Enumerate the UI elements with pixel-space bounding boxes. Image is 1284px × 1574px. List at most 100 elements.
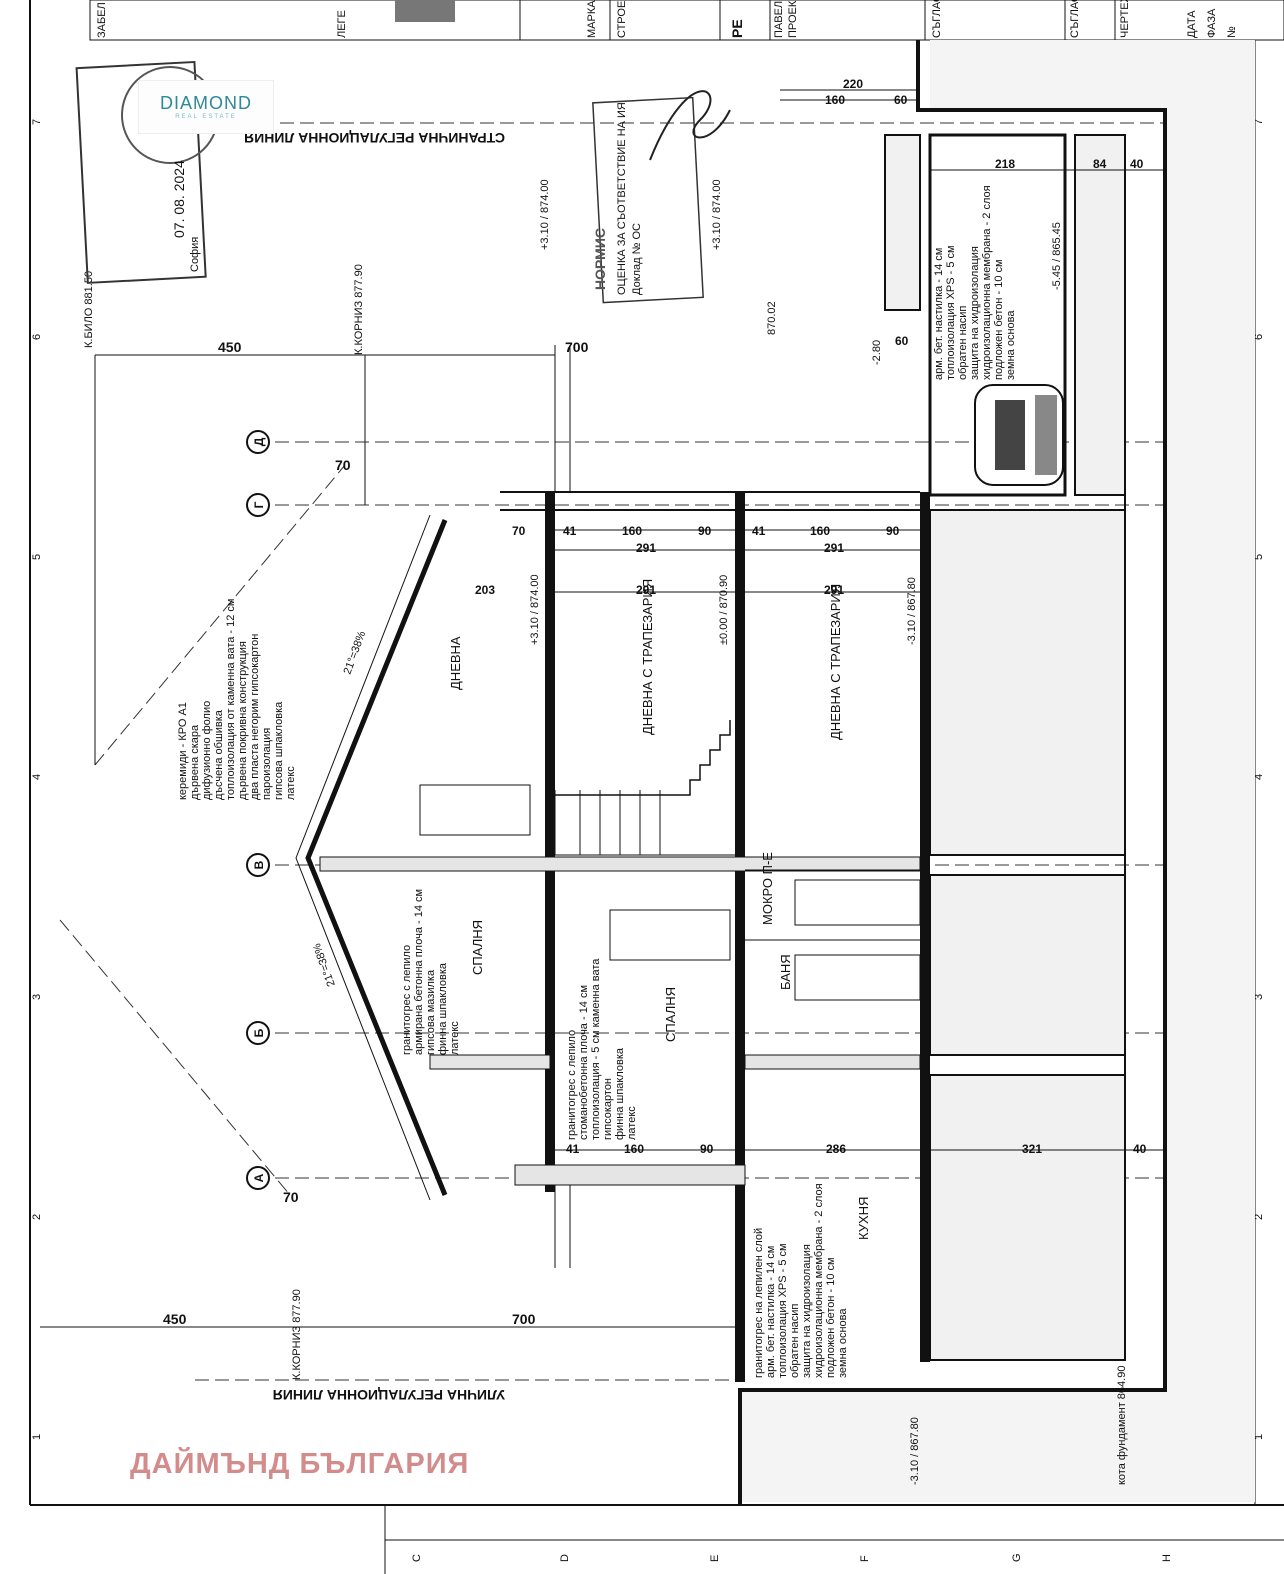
approval-stamp: 07. 08. 2024 София — [75, 60, 219, 284]
room-living-dining: ДНЕВНА С ТРАПЕЗАРИЯ — [828, 584, 843, 740]
svg-text:21°=38%: 21°=38% — [311, 941, 338, 988]
svg-text:гранитогрес с лепило: гранитогрес с лепило — [566, 1030, 578, 1140]
svg-text:два пласта негорим гипсокартон: два пласта негорим гипсокартон — [249, 634, 261, 800]
svg-text:2: 2 — [31, 1214, 43, 1220]
title-cell: СТРОЕЖ — [616, 0, 628, 38]
garage-notes: арм. бет. настилка - 14 см топлоизолация… — [933, 185, 1017, 380]
svg-text:подложен бетон - 10 см: подложен бетон - 10 см — [993, 259, 1005, 380]
svg-text:160: 160 — [810, 524, 830, 538]
title-cell: ФАЗА — [1206, 8, 1218, 38]
street-regulation-label: УЛИЧНА РЕГУЛАЦИОННА ЛИНИЯ — [273, 1387, 505, 1403]
title-cell: МАРКА — [586, 0, 598, 38]
dimensions: 450 700 450 700 70 70 70 220 160 60 218 … — [40, 77, 1165, 1328]
room-living-dining: ДНЕВНА С ТРАПЕЗАРИЯ — [640, 579, 655, 735]
svg-text:90: 90 — [700, 1142, 714, 1156]
svg-text:кота фундамент 864.90: кота фундамент 864.90 — [1116, 1366, 1128, 1485]
svg-text:321: 321 — [1022, 1142, 1042, 1156]
svg-text:286: 286 — [826, 1142, 846, 1156]
svg-text:обратен насип: обратен насип — [957, 306, 969, 380]
svg-text:НОРМИС: НОРМИС — [592, 228, 608, 290]
floor-notes: гранитогрес с лепило стоманобетонна плоч… — [566, 958, 638, 1140]
car-icon — [974, 384, 1064, 486]
svg-text:финна шпакловка: финна шпакловка — [437, 962, 449, 1055]
svg-text:латекс: латекс — [285, 766, 297, 800]
title-cell: СЪГЛАС — [931, 0, 943, 38]
title-cell: ДАТА — [1186, 10, 1198, 38]
svg-text:топлоизолация XPS - 5 см: топлоизолация XPS - 5 см — [777, 1243, 789, 1378]
basement-notes: гранитогрес на лепилен слой арм. бет. на… — [753, 1183, 849, 1378]
side-regulation-label: СТРАНИЧНА РЕГУЛАЦИОННА ЛИНИЯ — [244, 130, 505, 146]
svg-text:700: 700 — [565, 339, 589, 355]
svg-text:подложен бетон - 10 см: подложен бетон - 10 см — [825, 1257, 837, 1378]
svg-text:К.КОРНИЗ 877.90: К.КОРНИЗ 877.90 — [291, 1289, 303, 1380]
svg-text:220: 220 — [843, 77, 863, 91]
level-marks: +3.10 / 874.00 +3.10 / 874.00 +3.10 / 87… — [83, 179, 1128, 1485]
room-wet: МОКРО П-Е — [760, 852, 775, 925]
svg-text:41: 41 — [566, 1142, 580, 1156]
svg-text:топлоизолация - 5 см каменна в: топлоизолация - 5 см каменна вата — [590, 958, 602, 1140]
title-cell: ЛЕГЕ — [336, 10, 348, 38]
svg-text:160: 160 — [825, 93, 845, 107]
room-bath: БАНЯ — [778, 954, 793, 990]
structure — [319, 345, 930, 1382]
svg-text:C: C — [411, 1554, 423, 1562]
svg-text:291: 291 — [824, 583, 844, 597]
svg-text:+3.10 / 874.00: +3.10 / 874.00 — [711, 179, 723, 250]
svg-text:дъсчена обшивка: дъсчена обшивка — [213, 709, 225, 800]
signature — [649, 90, 731, 161]
svg-text:41: 41 — [752, 524, 766, 538]
svg-text:В: В — [252, 860, 266, 869]
svg-text:топлоизолация от каменна вата: топлоизолация от каменна вата - 12 см — [225, 599, 237, 801]
svg-text:F: F — [859, 1555, 871, 1562]
svg-text:700: 700 — [512, 1311, 536, 1327]
title-cell: № — [1226, 26, 1238, 38]
svg-text:латекс: латекс — [449, 1021, 461, 1055]
svg-text:450: 450 — [218, 339, 242, 355]
svg-text:6: 6 — [31, 334, 43, 340]
svg-text:4: 4 — [1253, 774, 1265, 780]
room-living: ДНЕВНА — [448, 636, 463, 690]
svg-text:Г: Г — [252, 501, 266, 508]
diamond-logo: DIAMOND REAL ESTATE — [138, 80, 274, 134]
svg-text:5: 5 — [31, 554, 43, 560]
svg-text:6: 6 — [1253, 334, 1265, 340]
soil-right — [1165, 110, 1255, 1392]
svg-text:обратен насип: обратен насип — [789, 1304, 801, 1378]
room-kitchen: КУХНЯ — [856, 1197, 871, 1240]
svg-text:гранитогрес на лепилен слой: гранитогрес на лепилен слой — [753, 1228, 765, 1378]
roof-notes: керемиди - КРО А1 дървена скара дифузион… — [177, 599, 297, 801]
svg-text:стоманобетонна плоча - 14 см: стоманобетонна плоча - 14 см — [578, 985, 590, 1140]
svg-text:хидроизолационна мембрана - 2: хидроизолационна мембрана - 2 слоя — [981, 185, 993, 380]
svg-text:+3.10 / 874.00: +3.10 / 874.00 — [529, 574, 541, 645]
room-labels: ДНЕВНА ДНЕВНА С ТРАПЕЗАРИЯ ДНЕВНА С ТРАП… — [448, 579, 871, 1240]
attic-notes: гранитогрес с лепило армирана бетонна пл… — [401, 889, 461, 1055]
svg-text:±0.00 / 870.90: ±0.00 / 870.90 — [718, 575, 730, 645]
title-cell: РЕ — [729, 19, 745, 38]
svg-text:латекс: латекс — [626, 1106, 638, 1140]
title-cell: ЗАБЕЛ — [96, 2, 108, 38]
svg-text:Доклад № ОС: Доклад № ОС — [631, 223, 643, 295]
svg-text:4: 4 — [31, 774, 43, 780]
svg-text:+3.10 / 874.00: +3.10 / 874.00 — [539, 179, 551, 250]
svg-text:5: 5 — [1253, 554, 1265, 560]
svg-text:291: 291 — [824, 541, 844, 555]
soil-top — [930, 40, 1255, 110]
svg-text:керемиди - КРО А1: керемиди - КРО А1 — [177, 702, 189, 800]
svg-text:160: 160 — [624, 1142, 644, 1156]
svg-text:гранитогрес с лепило: гранитогрес с лепило — [401, 945, 413, 1055]
svg-text:армирана бетонна плоча - 14 см: армирана бетонна плоча - 14 см — [413, 889, 425, 1055]
svg-text:арм. бет. настилка - 14 см: арм. бет. настилка - 14 см — [933, 248, 945, 380]
svg-text:дървена скара: дървена скара — [189, 724, 201, 800]
svg-text:-3.10 / 867.80: -3.10 / 867.80 — [909, 1417, 921, 1485]
svg-text:60: 60 — [895, 334, 909, 348]
title-block: ЗАБЕЛ ЛЕГЕ МАРКА СТРОЕЖ РЕ ПАВЕЛ ПРОЕКТ … — [89, 0, 1284, 41]
room-bedroom: СПАЛНЯ — [470, 920, 485, 975]
sheet-grid-labels: 1 2 3 4 5 6 7 1 2 3 4 5 6 7 C D E F G H — [31, 119, 1265, 1562]
svg-text:2: 2 — [1253, 1214, 1265, 1220]
svg-text:1: 1 — [31, 1434, 43, 1440]
svg-text:G: G — [1011, 1553, 1023, 1562]
svg-text:топлоизолация XPS - 5 см: топлоизолация XPS - 5 см — [945, 245, 957, 380]
stamp-city: София — [189, 237, 201, 272]
svg-text:ОЦЕНКА ЗА СЪОТВЕТСТВИЕ НА ИЯ: ОЦЕНКА ЗА СЪОТВЕТСТВИЕ НА ИЯ — [616, 102, 628, 295]
svg-text:D: D — [559, 1554, 571, 1562]
